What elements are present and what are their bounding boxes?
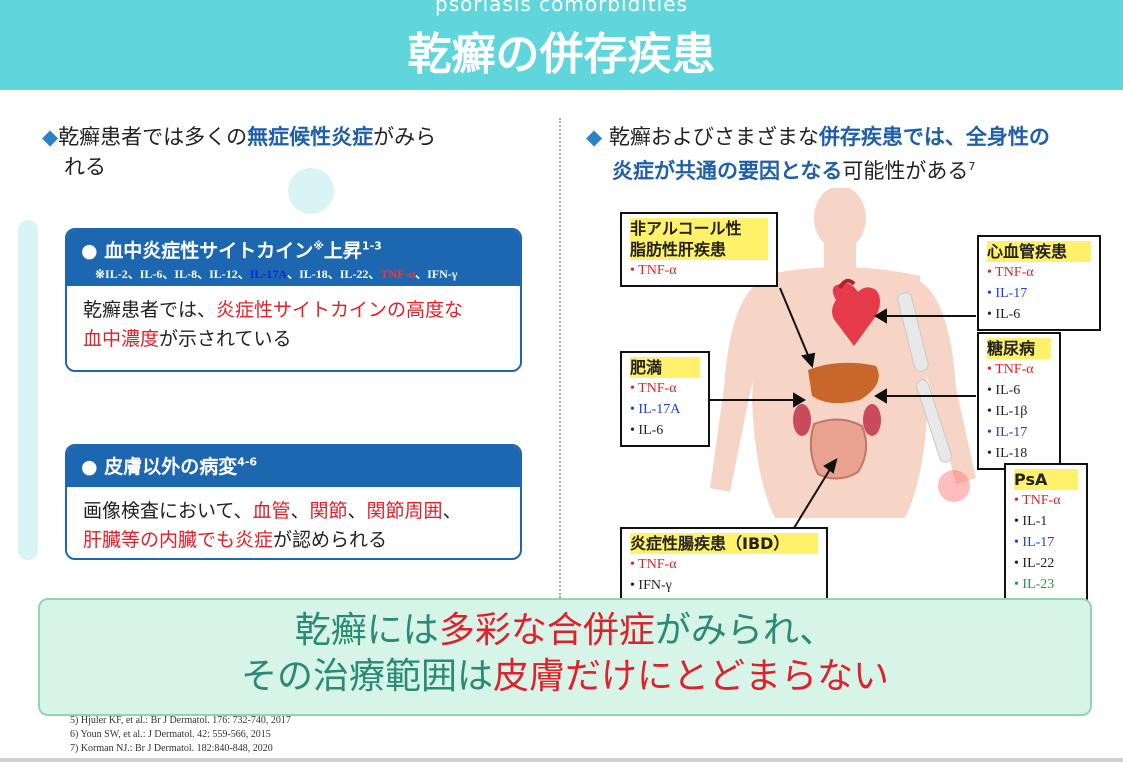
cytokine-body-3: 血中濃度 bbox=[83, 328, 159, 350]
reference-item: 5) Hjuler KF, et al.: Br J Dermatol. 176… bbox=[70, 714, 291, 728]
cytokine-box-header: ● 血中炎症性サイトカイン※上昇1-3 ※IL-2、IL-6、IL-8、IL-1… bbox=[67, 230, 520, 286]
diabetes-item: IL-6 bbox=[995, 383, 1020, 398]
slide-title: 乾癬の併存疾患 bbox=[0, 18, 1123, 82]
cytokine-list-pre: ※IL-2、IL-6、IL-8、IL-12、 bbox=[95, 267, 250, 281]
cytokine-box-heading: ● 血中炎症性サイトカイン bbox=[81, 240, 313, 262]
psa-item: IL-23 bbox=[1022, 577, 1054, 592]
banner-line-1: 乾癬には多彩な合併症がみられ、 bbox=[40, 608, 1090, 654]
diabetes-item: IL-18 bbox=[995, 446, 1027, 461]
left-bullet-highlight: 無症候性炎症 bbox=[247, 125, 373, 149]
cv-item: TNF-α bbox=[995, 265, 1033, 280]
banner-text: その治療範囲は bbox=[241, 656, 493, 697]
left-bullet-text-1: 乾癬患者では多くの bbox=[58, 125, 247, 149]
cytokine-list-red: TNF-α bbox=[380, 267, 415, 281]
cytokine-box-heading-tail: 上昇 bbox=[324, 240, 362, 262]
intestine-icon bbox=[811, 419, 866, 478]
diamond-bullet-icon: ◆ bbox=[586, 125, 602, 149]
psa-item: IL-22 bbox=[1022, 556, 1054, 571]
psa-item: IL-17 bbox=[1022, 535, 1054, 550]
cytokine-body-2: 炎症性サイトカインの高度な bbox=[216, 299, 463, 321]
right-bullet-highlight-2: 炎症が共通の要因となる bbox=[586, 159, 842, 183]
obesity-item: TNF-α bbox=[638, 381, 676, 396]
reference-item: 7) Korman NJ.: Br J Dermatol. 182:840-84… bbox=[70, 742, 291, 756]
diamond-bullet-icon: ◆ bbox=[42, 125, 58, 149]
extra-body-1: 画像検査において、 bbox=[83, 500, 252, 522]
cytokine-box-body: 乾癬患者では、炎症性サイトカインの高度な 血中濃度が示されている bbox=[67, 286, 520, 364]
label-cardiovascular: 心血管疾患 • TNF-α • IL-17 • IL-6 bbox=[977, 235, 1101, 331]
label-diabetes: 糖尿病 • TNF-α • IL-6 • IL-1β • IL-17 • IL-… bbox=[977, 332, 1061, 470]
psa-item: TNF-α bbox=[1022, 493, 1060, 508]
extracutaneous-box-body: 画像検査において、血管、関節、関節周囲、 肝臓等の内臓でも炎症が認められる bbox=[67, 487, 520, 560]
right-bullet-ref: 7 bbox=[968, 160, 975, 173]
obesity-item: IL-17A bbox=[638, 402, 680, 417]
extra-body-6: 関節周囲 bbox=[367, 500, 443, 522]
diabetes-title: 糖尿病 bbox=[987, 338, 1051, 359]
label-obesity: 肥満 • TNF-α • IL-17A • IL-6 bbox=[620, 351, 710, 447]
extra-body-7: 、 bbox=[443, 500, 462, 522]
cytokine-list-blue: IL-17A bbox=[250, 267, 287, 281]
cv-item: IL-6 bbox=[995, 307, 1020, 322]
header-bar: psoriasis comorbidities 乾癬の併存疾患 bbox=[0, 0, 1123, 90]
inflammation-spot bbox=[938, 470, 970, 502]
psa-item: IL-1 bbox=[1022, 514, 1047, 529]
cytokine-body-4: が示されている bbox=[159, 328, 291, 350]
right-bullet: ◆ 乾癬およびさまざまな併存疾患では、全身性の 炎症が共通の要因となる可能性があ… bbox=[586, 122, 1121, 186]
extra-body-9: が認められる bbox=[273, 529, 387, 551]
extra-body-5: 、 bbox=[348, 500, 367, 522]
left-bullet-text-3: れる bbox=[42, 155, 106, 179]
bottom-border bbox=[0, 758, 1123, 762]
cytokine-list-post: 、IFN-γ bbox=[415, 267, 457, 281]
diabetes-item: IL-17 bbox=[995, 425, 1027, 440]
psa-title: PsA bbox=[1014, 469, 1078, 490]
ibd-item: TNF-α bbox=[638, 557, 676, 572]
ibd-title: 炎症性腸疾患（IBD） bbox=[630, 533, 818, 554]
right-bullet-text-1: 乾癬およびさまざまな bbox=[609, 125, 819, 149]
extra-body-2: 血管 bbox=[252, 500, 290, 522]
nafld-title-1: 非アルコール性 bbox=[630, 218, 768, 239]
nafld-title-2: 脂肪性肝疾患 bbox=[630, 239, 768, 260]
cv-item: IL-17 bbox=[995, 286, 1027, 301]
extracutaneous-ref: 4-6 bbox=[237, 456, 257, 469]
banner-highlight: 皮膚だけにとどまらない bbox=[493, 656, 889, 697]
right-bullet-text-2: 可能性がある bbox=[842, 159, 968, 183]
cytokine-box-ref: 1-3 bbox=[362, 240, 382, 253]
cytokine-list-mid: 、IL-18、IL-22、 bbox=[287, 267, 380, 281]
diabetes-item: IL-1β bbox=[995, 404, 1027, 419]
ibd-item: IFN-γ bbox=[638, 578, 671, 593]
extra-body-3: 、 bbox=[291, 500, 310, 522]
right-bullet-highlight-1: 併存疾患では、全身性の bbox=[819, 125, 1050, 149]
extracutaneous-box: ● 皮膚以外の病変4-6 画像検査において、血管、関節、関節周囲、 肝臓等の内臓… bbox=[65, 444, 522, 560]
label-psa: PsA • TNF-α • IL-1 • IL-17 • IL-22 • IL-… bbox=[1004, 463, 1088, 601]
column-divider bbox=[559, 118, 561, 598]
label-nafld: 非アルコール性 脂肪性肝疾患 • TNF-α bbox=[620, 212, 778, 287]
diabetes-item: TNF-α bbox=[995, 362, 1033, 377]
background-decoration bbox=[18, 220, 38, 560]
cv-title: 心血管疾患 bbox=[987, 241, 1091, 262]
nafld-item: TNF-α bbox=[638, 263, 676, 278]
cytokine-box: ● 血中炎症性サイトカイン※上昇1-3 ※IL-2、IL-6、IL-8、IL-1… bbox=[65, 228, 522, 372]
extra-body-4: 関節 bbox=[310, 500, 348, 522]
kidney-right-icon bbox=[863, 404, 881, 436]
left-bullet-text-2: がみら bbox=[373, 125, 436, 149]
label-ibd: 炎症性腸疾患（IBD） • TNF-α • IFN-γ bbox=[620, 527, 828, 603]
reference-item: 6) Youn SW, et al.: J Dermatol. 42: 559-… bbox=[70, 728, 291, 742]
cytokine-box-mark: ※ bbox=[313, 240, 324, 253]
slide-subtitle: psoriasis comorbidities bbox=[0, 0, 1123, 16]
banner-text: 乾癬には bbox=[295, 610, 439, 651]
extracutaneous-box-header: ● 皮膚以外の病変4-6 bbox=[67, 446, 520, 487]
banner-highlight: 多彩な合併症 bbox=[439, 610, 655, 651]
banner-text: がみられ、 bbox=[655, 610, 835, 651]
obesity-title: 肥満 bbox=[630, 357, 700, 378]
references: 5) Hjuler KF, et al.: Br J Dermatol. 176… bbox=[70, 714, 291, 756]
cytokine-body-1: 乾癬患者では、 bbox=[83, 299, 216, 321]
banner-line-2: その治療範囲は皮膚だけにとどまらない bbox=[40, 654, 1090, 700]
extra-body-8: 肝臓等の内臓でも炎症 bbox=[83, 529, 273, 551]
cytokine-list: ※IL-2、IL-6、IL-8、IL-12、IL-17A、IL-18、IL-22… bbox=[81, 265, 506, 282]
obesity-item: IL-6 bbox=[638, 423, 663, 438]
kidney-left-icon bbox=[793, 404, 811, 436]
left-bullet: ◆乾癬患者では多くの無症候性炎症がみら れる bbox=[42, 122, 542, 182]
extracutaneous-heading: ● 皮膚以外の病変 bbox=[81, 456, 237, 478]
conclusion-banner: 乾癬には多彩な合併症がみられ、 その治療範囲は皮膚だけにとどまらない bbox=[38, 598, 1092, 716]
